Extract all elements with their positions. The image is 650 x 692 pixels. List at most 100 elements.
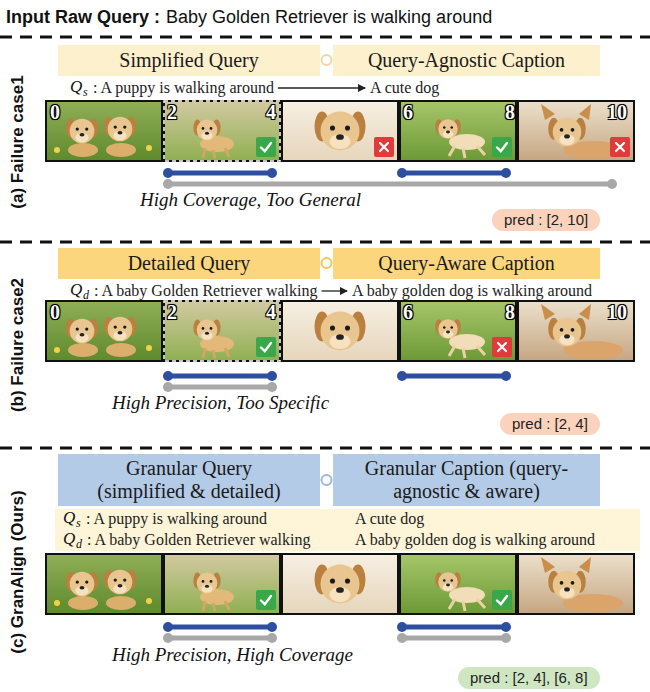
frame-strip-c [45, 553, 635, 615]
bar-end [397, 168, 407, 178]
cross-icon [374, 137, 394, 157]
bar-end [163, 179, 173, 189]
bar-end [163, 371, 173, 381]
panel-label: (a) Failure case1 [8, 75, 28, 208]
query-text: : A puppy is walking around [93, 79, 274, 97]
bar-end [267, 622, 277, 632]
caption-text: A cute dog [370, 79, 439, 97]
bar-end [501, 168, 511, 178]
heading-label: Input Raw Query : [6, 6, 160, 28]
bar-end [267, 633, 277, 643]
timeline-c [163, 622, 511, 643]
panel-label: (c) GranAlign (Ours) [8, 490, 28, 653]
bar-end [163, 633, 173, 643]
node-text: Detailed Query [128, 252, 251, 275]
caption-text: A baby golden dog is walking around [352, 282, 592, 300]
query-box: Granular Query (simplified & detailed) [58, 454, 320, 506]
outcome-label: High Precision, High Coverage [112, 644, 353, 666]
query-subscript: d [83, 289, 89, 301]
check-icon [492, 137, 512, 157]
frame-number: 10 [607, 302, 627, 322]
query-text: : A baby Golden Retriever walking [94, 282, 318, 300]
prediction-bar [402, 636, 506, 641]
cross-icon [610, 137, 630, 157]
node-text: Granular Query (simplified & detailed) [74, 457, 304, 503]
frame-strip-b [45, 300, 635, 362]
box-joint [322, 55, 332, 65]
bar-end [163, 382, 173, 392]
bar-end [501, 371, 511, 381]
query-symbol: Q [63, 509, 75, 527]
bar-end [397, 633, 407, 643]
caption-box: Granular Caption (query-agnostic & aware… [333, 454, 600, 506]
check-icon [256, 337, 276, 357]
frame-number: 4 [266, 102, 276, 122]
outcome-label: High Precision, Too Specific [112, 392, 329, 414]
ground-truth-bar [402, 625, 506, 630]
bar-end [163, 622, 173, 632]
film-strip [45, 553, 635, 615]
prediction-bar [168, 182, 612, 187]
prediction-pill: pred : [2, 4], [6, 8] [458, 667, 600, 689]
panel-divider [0, 36, 650, 39]
highlight-frame [164, 101, 280, 161]
box-joint [322, 475, 332, 485]
film-strip [45, 100, 635, 162]
frame-strip-a [45, 100, 635, 162]
check-icon [256, 590, 276, 610]
query-text: : A puppy is walking around [86, 510, 267, 528]
panel-label: (b) Failure case2 [8, 278, 28, 412]
node-text: Query-Aware Caption [378, 252, 554, 275]
query-caption-band: Qs: A puppy is walking aroundQd: A baby … [55, 509, 640, 551]
frame-number: 8 [505, 102, 515, 122]
node-text: pred : [2, 10] [504, 211, 588, 229]
panel-divider [0, 447, 650, 450]
bar-end [163, 168, 173, 178]
outcome-label: High Coverage, Too General [140, 189, 361, 211]
query-subscript: s [83, 86, 88, 98]
node-text: Granular Caption (query-agnostic & aware… [349, 457, 584, 503]
frame-number: 4 [266, 302, 276, 322]
query-symbol: Q [63, 530, 75, 548]
prediction-bar [168, 385, 272, 390]
bar-end [607, 179, 617, 189]
query-symbol: Q [70, 281, 82, 299]
bar-end [267, 382, 277, 392]
query-to-caption-arrow [322, 290, 347, 291]
box-joint [322, 258, 332, 268]
prediction-pill: pred : [2, 10] [492, 209, 600, 231]
node-text: pred : [2, 4] [512, 415, 588, 433]
ground-truth-bar [168, 171, 272, 176]
caption-box: Query-Aware Caption [333, 248, 600, 279]
frame-number: 10 [607, 102, 627, 122]
frame-number: 8 [505, 302, 515, 322]
caption-text: A cute dog [355, 510, 424, 528]
cross-icon [492, 337, 512, 357]
caption-box: Query-Agnostic Caption [333, 45, 600, 76]
film-strip [45, 300, 635, 362]
ground-truth-bar [402, 171, 506, 176]
timeline-b [163, 371, 511, 392]
check-icon [256, 137, 276, 157]
bar-end [501, 633, 511, 643]
check-icon [492, 590, 512, 610]
frame-number: 0 [50, 302, 60, 322]
query-box: Detailed Query [58, 248, 320, 279]
query-subscript: d [76, 538, 82, 550]
bar-end [267, 168, 277, 178]
query-text: : A baby Golden Retriever walking [87, 531, 311, 549]
frame-number: 0 [50, 102, 60, 122]
frame-number: 2 [167, 102, 177, 122]
node-text: Simplified Query [119, 49, 258, 72]
timeline-a [163, 168, 617, 189]
prediction-pill: pred : [2, 4] [500, 413, 600, 435]
panel-divider [0, 241, 650, 244]
query-symbol: Q [70, 78, 82, 96]
node-text: pred : [2, 4], [6, 8] [470, 669, 588, 687]
bar-end [397, 371, 407, 381]
query-box: Simplified Query [58, 45, 320, 76]
frame-number: 6 [403, 102, 413, 122]
query-subscript: s [76, 517, 81, 529]
